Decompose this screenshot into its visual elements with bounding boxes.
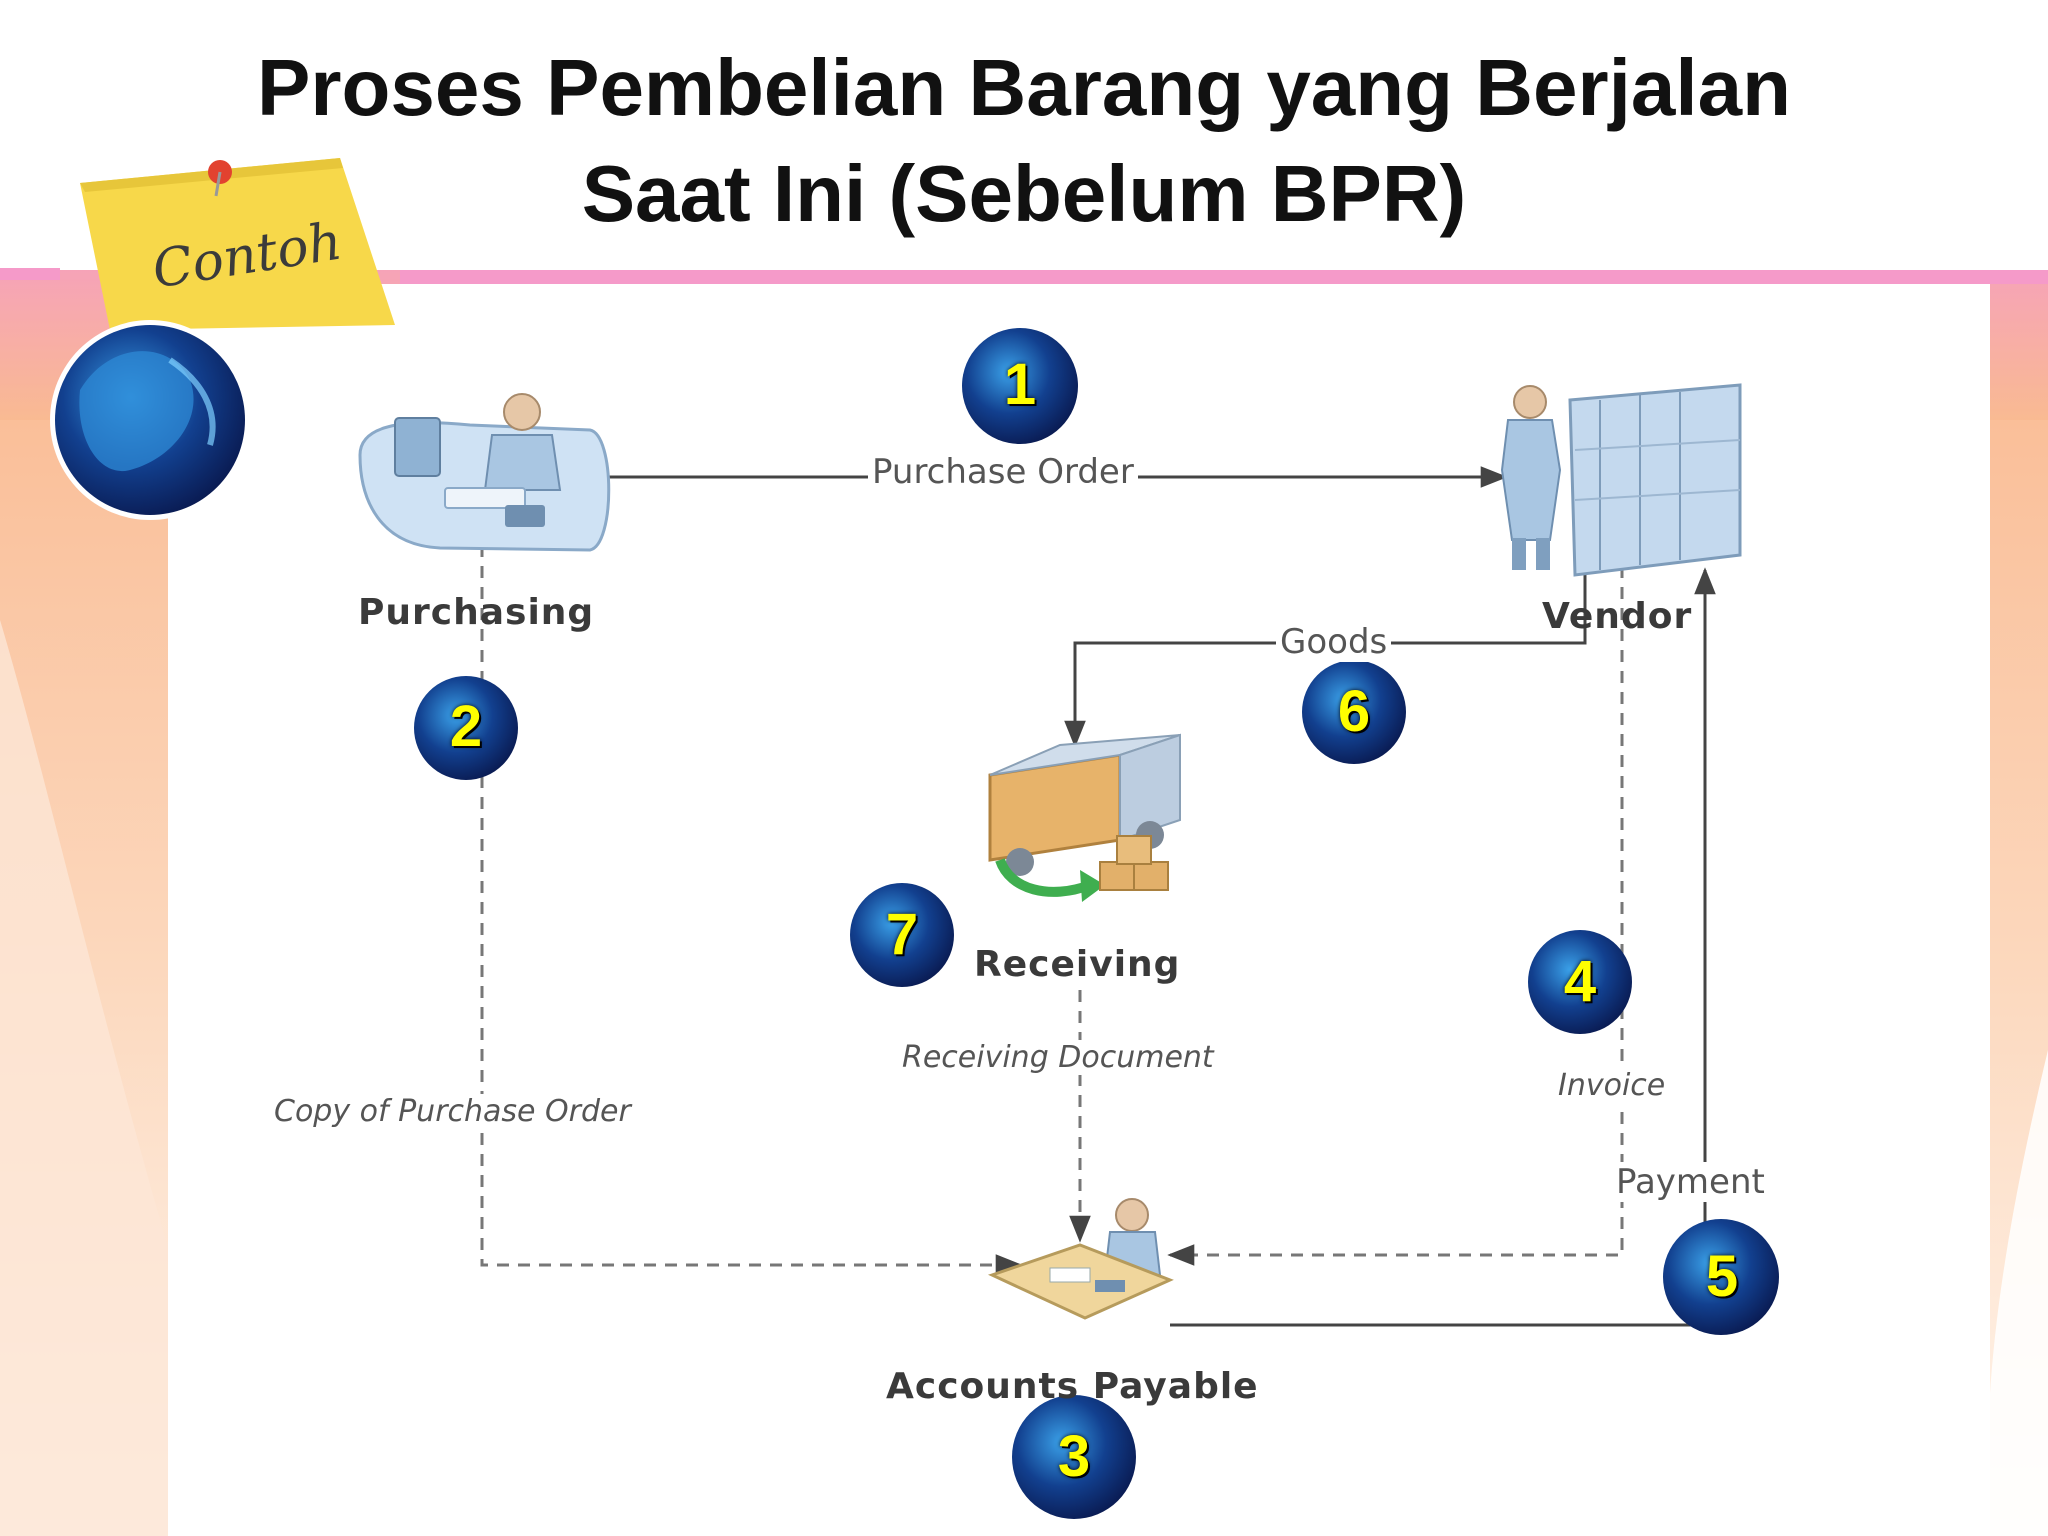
flow-label-payment: Payment [1612, 1162, 1769, 1202]
vendor-icon [1500, 383, 1742, 577]
page-title-line-2: Saat Ini (Sebelum BPR) [581, 149, 1467, 238]
flow-label-copy-purchase-order: Copy of Purchase Order [270, 1094, 635, 1129]
receiving-truck-icon [988, 733, 1181, 902]
node-label-receiving: Receiving [974, 944, 1181, 985]
node-label-vendor: Vendor [1542, 596, 1693, 637]
step-marker-3: 3 [1057, 1424, 1091, 1489]
flow-label-invoice: Invoice [1554, 1068, 1670, 1103]
step-marker-4: 4 [1563, 949, 1597, 1014]
step-marker-2: 2 [449, 694, 483, 759]
flow-label-receiving-document: Receiving Document [898, 1040, 1218, 1075]
accounts-payable-desk-icon [987, 1198, 1174, 1320]
node-label-purchasing: Purchasing [358, 592, 595, 633]
step-marker-5: 5 [1705, 1244, 1739, 1309]
sticky-note [80, 158, 395, 330]
flow-label-goods: Goods [1276, 622, 1392, 662]
step-marker-1: 1 [1003, 352, 1037, 417]
step-marker-7: 7 [885, 902, 919, 967]
purchasing-workstation-icon [358, 393, 611, 552]
node-label-accounts-payable: Accounts Payable [886, 1366, 1259, 1407]
page-title-line-1: Proses Pembelian Barang yang Berjalan [257, 43, 1791, 132]
step-globes [414, 328, 1779, 1519]
step-marker-6: 6 [1337, 679, 1371, 744]
flow-label-purchase-order: Purchase Order [868, 452, 1138, 492]
globe-large-icon [50, 320, 250, 520]
